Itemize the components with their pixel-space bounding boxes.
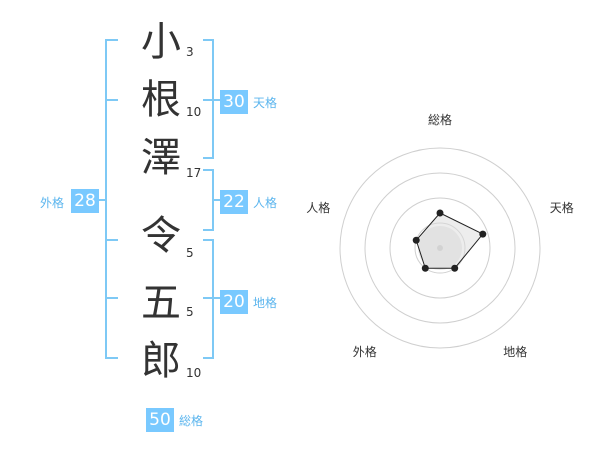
jinkaku-value: 22	[220, 190, 248, 214]
chikaku-label: 地格	[253, 296, 278, 310]
stroke-count-1: 3	[186, 45, 194, 59]
gaikaku-label: 外格	[40, 196, 65, 210]
radar-axis-label-2: 地格	[503, 344, 528, 359]
name-char-6: 郎	[141, 338, 181, 384]
chikaku-value: 20	[220, 290, 248, 314]
stroke-count-2: 10	[186, 105, 202, 119]
tenkaku-value: 30	[220, 90, 248, 114]
name-char-2: 根	[141, 77, 181, 123]
radar-point-1	[479, 230, 487, 238]
radar-axis-label-3: 外格	[352, 344, 377, 359]
radar-series-polygon	[415, 212, 484, 269]
jinkaku-label: 人格	[253, 196, 278, 210]
stroke-count-4: 5	[186, 246, 194, 260]
soukaku-label: 総格	[179, 414, 204, 428]
name-char-4: 令	[141, 213, 181, 259]
radar-ring-4	[339, 147, 541, 349]
radar-ring-3	[364, 172, 516, 324]
radar-ring-2	[389, 197, 491, 299]
name-char-1: 小	[141, 19, 181, 65]
name-char-3: 澤	[141, 135, 181, 181]
stroke-count-6: 10	[186, 366, 202, 380]
radar-point-3	[421, 264, 429, 272]
name-char-5: 五	[141, 280, 181, 326]
radar-axis-label-4: 人格	[306, 201, 331, 216]
radar-axis-label-1: 天格	[549, 201, 574, 216]
soukaku-value: 50	[146, 408, 174, 432]
tenkaku-label: 天格	[253, 96, 278, 110]
radar-point-0	[436, 209, 444, 217]
stroke-count-3: 17	[186, 166, 202, 180]
stroke-count-5: 5	[186, 305, 194, 319]
radar-point-2	[451, 264, 459, 272]
gaikaku-value: 28	[71, 189, 99, 213]
radar-axis-label-0: 総格	[427, 113, 452, 127]
radar-point-4	[412, 236, 420, 244]
